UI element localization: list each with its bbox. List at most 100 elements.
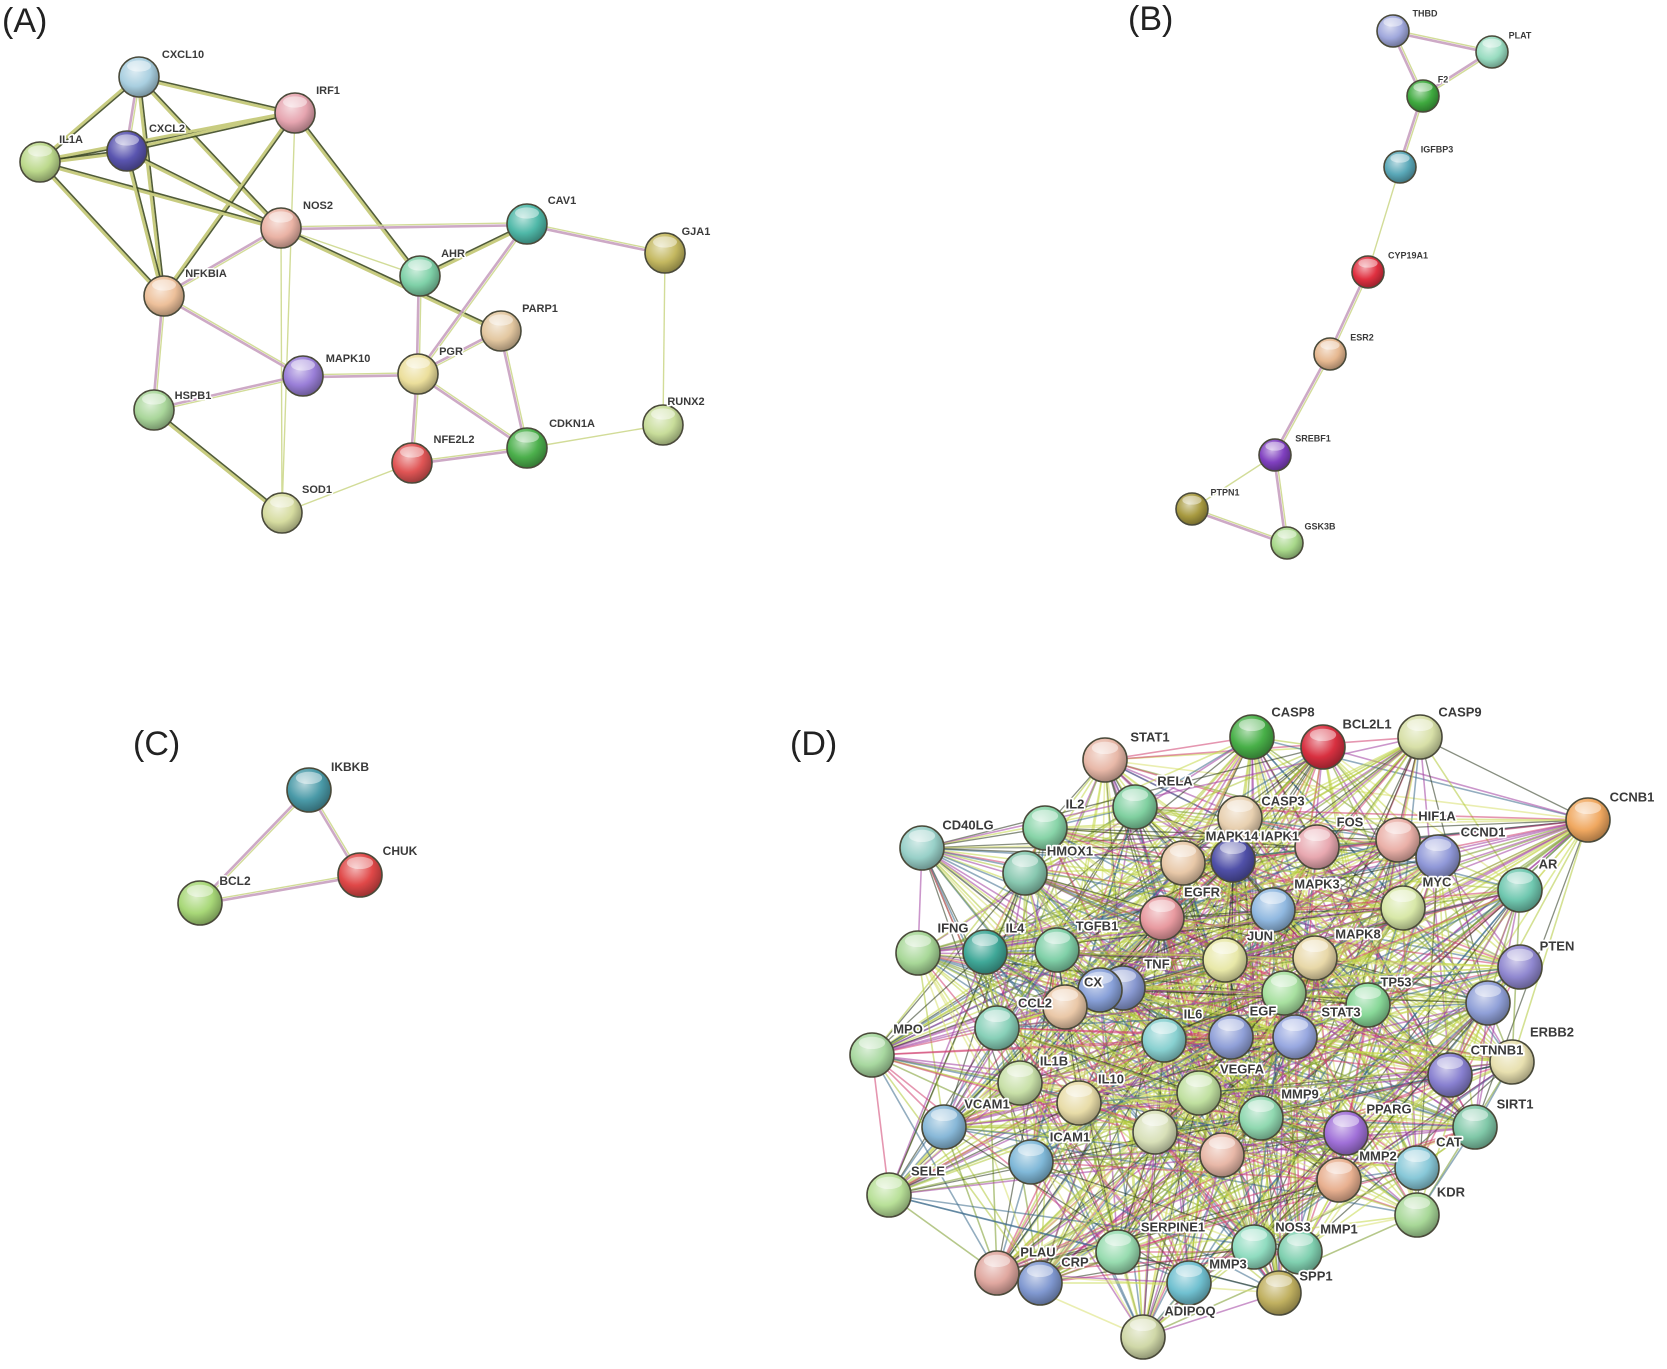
node-ccnd1[interactable] — [1415, 834, 1461, 880]
node-pten[interactable] — [1497, 944, 1543, 990]
node-nos2[interactable] — [260, 207, 302, 249]
node-gsk3b[interactable] — [1270, 526, 1304, 560]
node-il1b[interactable] — [997, 1060, 1043, 1106]
node-myc[interactable] — [1380, 885, 1426, 931]
node-cd40lg[interactable] — [899, 825, 945, 871]
edge-d — [888, 949, 1058, 1196]
node-runx2[interactable] — [642, 404, 684, 446]
node-nfe2l2[interactable] — [391, 442, 433, 484]
node-mmp1[interactable] — [1277, 1229, 1323, 1275]
node-cdkn1a[interactable] — [506, 427, 548, 469]
node-f2[interactable] — [1406, 79, 1440, 113]
node-unlabeled[interactable] — [1199, 1132, 1245, 1178]
node-mapk3[interactable] — [1250, 887, 1296, 933]
node-serpine1[interactable] — [1095, 1229, 1141, 1275]
node-label-il4: IL4 — [1006, 920, 1026, 935]
node-thbd[interactable] — [1376, 14, 1410, 48]
node-il4[interactable] — [962, 929, 1008, 975]
node-nfkbia[interactable] — [143, 275, 185, 317]
node-hmox1[interactable] — [1002, 850, 1048, 896]
node-mmp3[interactable] — [1166, 1260, 1212, 1306]
node-mmp2[interactable] — [1316, 1157, 1362, 1203]
node-adipoq[interactable] — [1120, 1314, 1166, 1360]
node-egf[interactable] — [1208, 1014, 1254, 1060]
node-fos[interactable] — [1294, 824, 1340, 870]
node-sirt1[interactable] — [1452, 1104, 1498, 1150]
node-pparg[interactable] — [1323, 1110, 1369, 1156]
node-ikbkb[interactable] — [286, 767, 332, 813]
node-plat[interactable] — [1475, 35, 1509, 69]
node-label-thbd: THBD — [1413, 8, 1438, 18]
node-tgfb1[interactable] — [1034, 927, 1080, 973]
node-plau[interactable] — [974, 1250, 1020, 1296]
node-unlabeled[interactable] — [974, 1005, 1020, 1051]
node-unlabeled[interactable] — [1132, 1109, 1178, 1155]
node-ifng[interactable] — [895, 930, 941, 976]
node-hif1a[interactable] — [1375, 817, 1421, 863]
node-ar[interactable] — [1497, 867, 1543, 913]
node-cxcl10[interactable] — [118, 56, 160, 98]
node-mapk14[interactable] — [1160, 840, 1206, 886]
node-casp8[interactable] — [1229, 714, 1275, 760]
node-il2[interactable] — [1022, 805, 1068, 851]
node-ctnnb1[interactable] — [1427, 1052, 1473, 1098]
node-iapk1[interactable] — [1210, 837, 1256, 883]
node-il1a[interactable] — [19, 141, 61, 183]
node-bcl2l1[interactable] — [1300, 724, 1346, 770]
node-nos3[interactable] — [1231, 1224, 1277, 1270]
node-label-f2: F2 — [1438, 74, 1449, 84]
node-rela[interactable] — [1112, 784, 1158, 830]
node-jun[interactable] — [1202, 937, 1248, 983]
node-sod1[interactable] — [261, 492, 303, 534]
node-icam1[interactable] — [1008, 1139, 1054, 1185]
node-casp9[interactable] — [1397, 714, 1443, 760]
node-chuk[interactable] — [337, 852, 383, 898]
edge-d — [1283, 992, 1451, 1076]
node-gja1[interactable] — [644, 232, 686, 274]
edge-nos2-parp1 — [280, 226, 502, 332]
node-erbb2[interactable] — [1489, 1039, 1535, 1085]
node-cyp19a1[interactable] — [1351, 255, 1385, 289]
node-egfr[interactable] — [1139, 895, 1185, 941]
protein-node-sphere — [1002, 850, 1048, 896]
node-ccnb1[interactable] — [1565, 797, 1611, 843]
node-highlight — [1182, 495, 1202, 505]
panel-b-label: (B) — [1128, 0, 1173, 38]
node-vcam1[interactable] — [921, 1104, 967, 1150]
node-parp1[interactable] — [480, 310, 522, 352]
node-stat3[interactable] — [1272, 1014, 1318, 1060]
protein-node-sphere — [1375, 817, 1421, 863]
node-ptpn1[interactable] — [1175, 492, 1209, 526]
node-mpo[interactable] — [849, 1032, 895, 1078]
node-cat[interactable] — [1394, 1145, 1440, 1191]
node-kdr[interactable] — [1394, 1192, 1440, 1238]
node-crp[interactable] — [1017, 1260, 1063, 1306]
node-esr2[interactable] — [1313, 337, 1347, 371]
node-il6[interactable] — [1141, 1017, 1187, 1063]
node-unlabeled[interactable] — [1261, 970, 1307, 1016]
node-cxcl2[interactable] — [106, 130, 148, 172]
node-mapk8[interactable] — [1292, 935, 1338, 981]
node-ccl2[interactable] — [1042, 984, 1088, 1030]
node-srebf1[interactable] — [1258, 438, 1292, 472]
node-cav1[interactable] — [506, 203, 548, 245]
node-stat1[interactable] — [1082, 737, 1128, 783]
node-pgr[interactable] — [397, 353, 439, 395]
node-highlight — [1017, 1143, 1045, 1157]
node-bcl2[interactable] — [177, 880, 223, 926]
node-spp1[interactable] — [1256, 1270, 1302, 1316]
node-ahr[interactable] — [399, 255, 441, 297]
node-igfbp3[interactable] — [1383, 150, 1417, 184]
node-vegfa[interactable] — [1176, 1070, 1222, 1116]
node-mapk10[interactable] — [282, 355, 324, 397]
node-mmp9[interactable] — [1238, 1095, 1284, 1141]
node-hspb1[interactable] — [133, 389, 175, 431]
node-sele[interactable] — [866, 1172, 912, 1218]
node-label-ifng: IFNG — [937, 920, 968, 935]
node-cx[interactable] — [1077, 967, 1123, 1013]
node-unlabeled[interactable] — [1465, 980, 1511, 1026]
node-il10[interactable] — [1056, 1080, 1102, 1126]
node-label-fos: FOS — [1337, 814, 1364, 829]
node-tp53[interactable] — [1345, 982, 1391, 1028]
node-irf1[interactable] — [274, 92, 316, 134]
